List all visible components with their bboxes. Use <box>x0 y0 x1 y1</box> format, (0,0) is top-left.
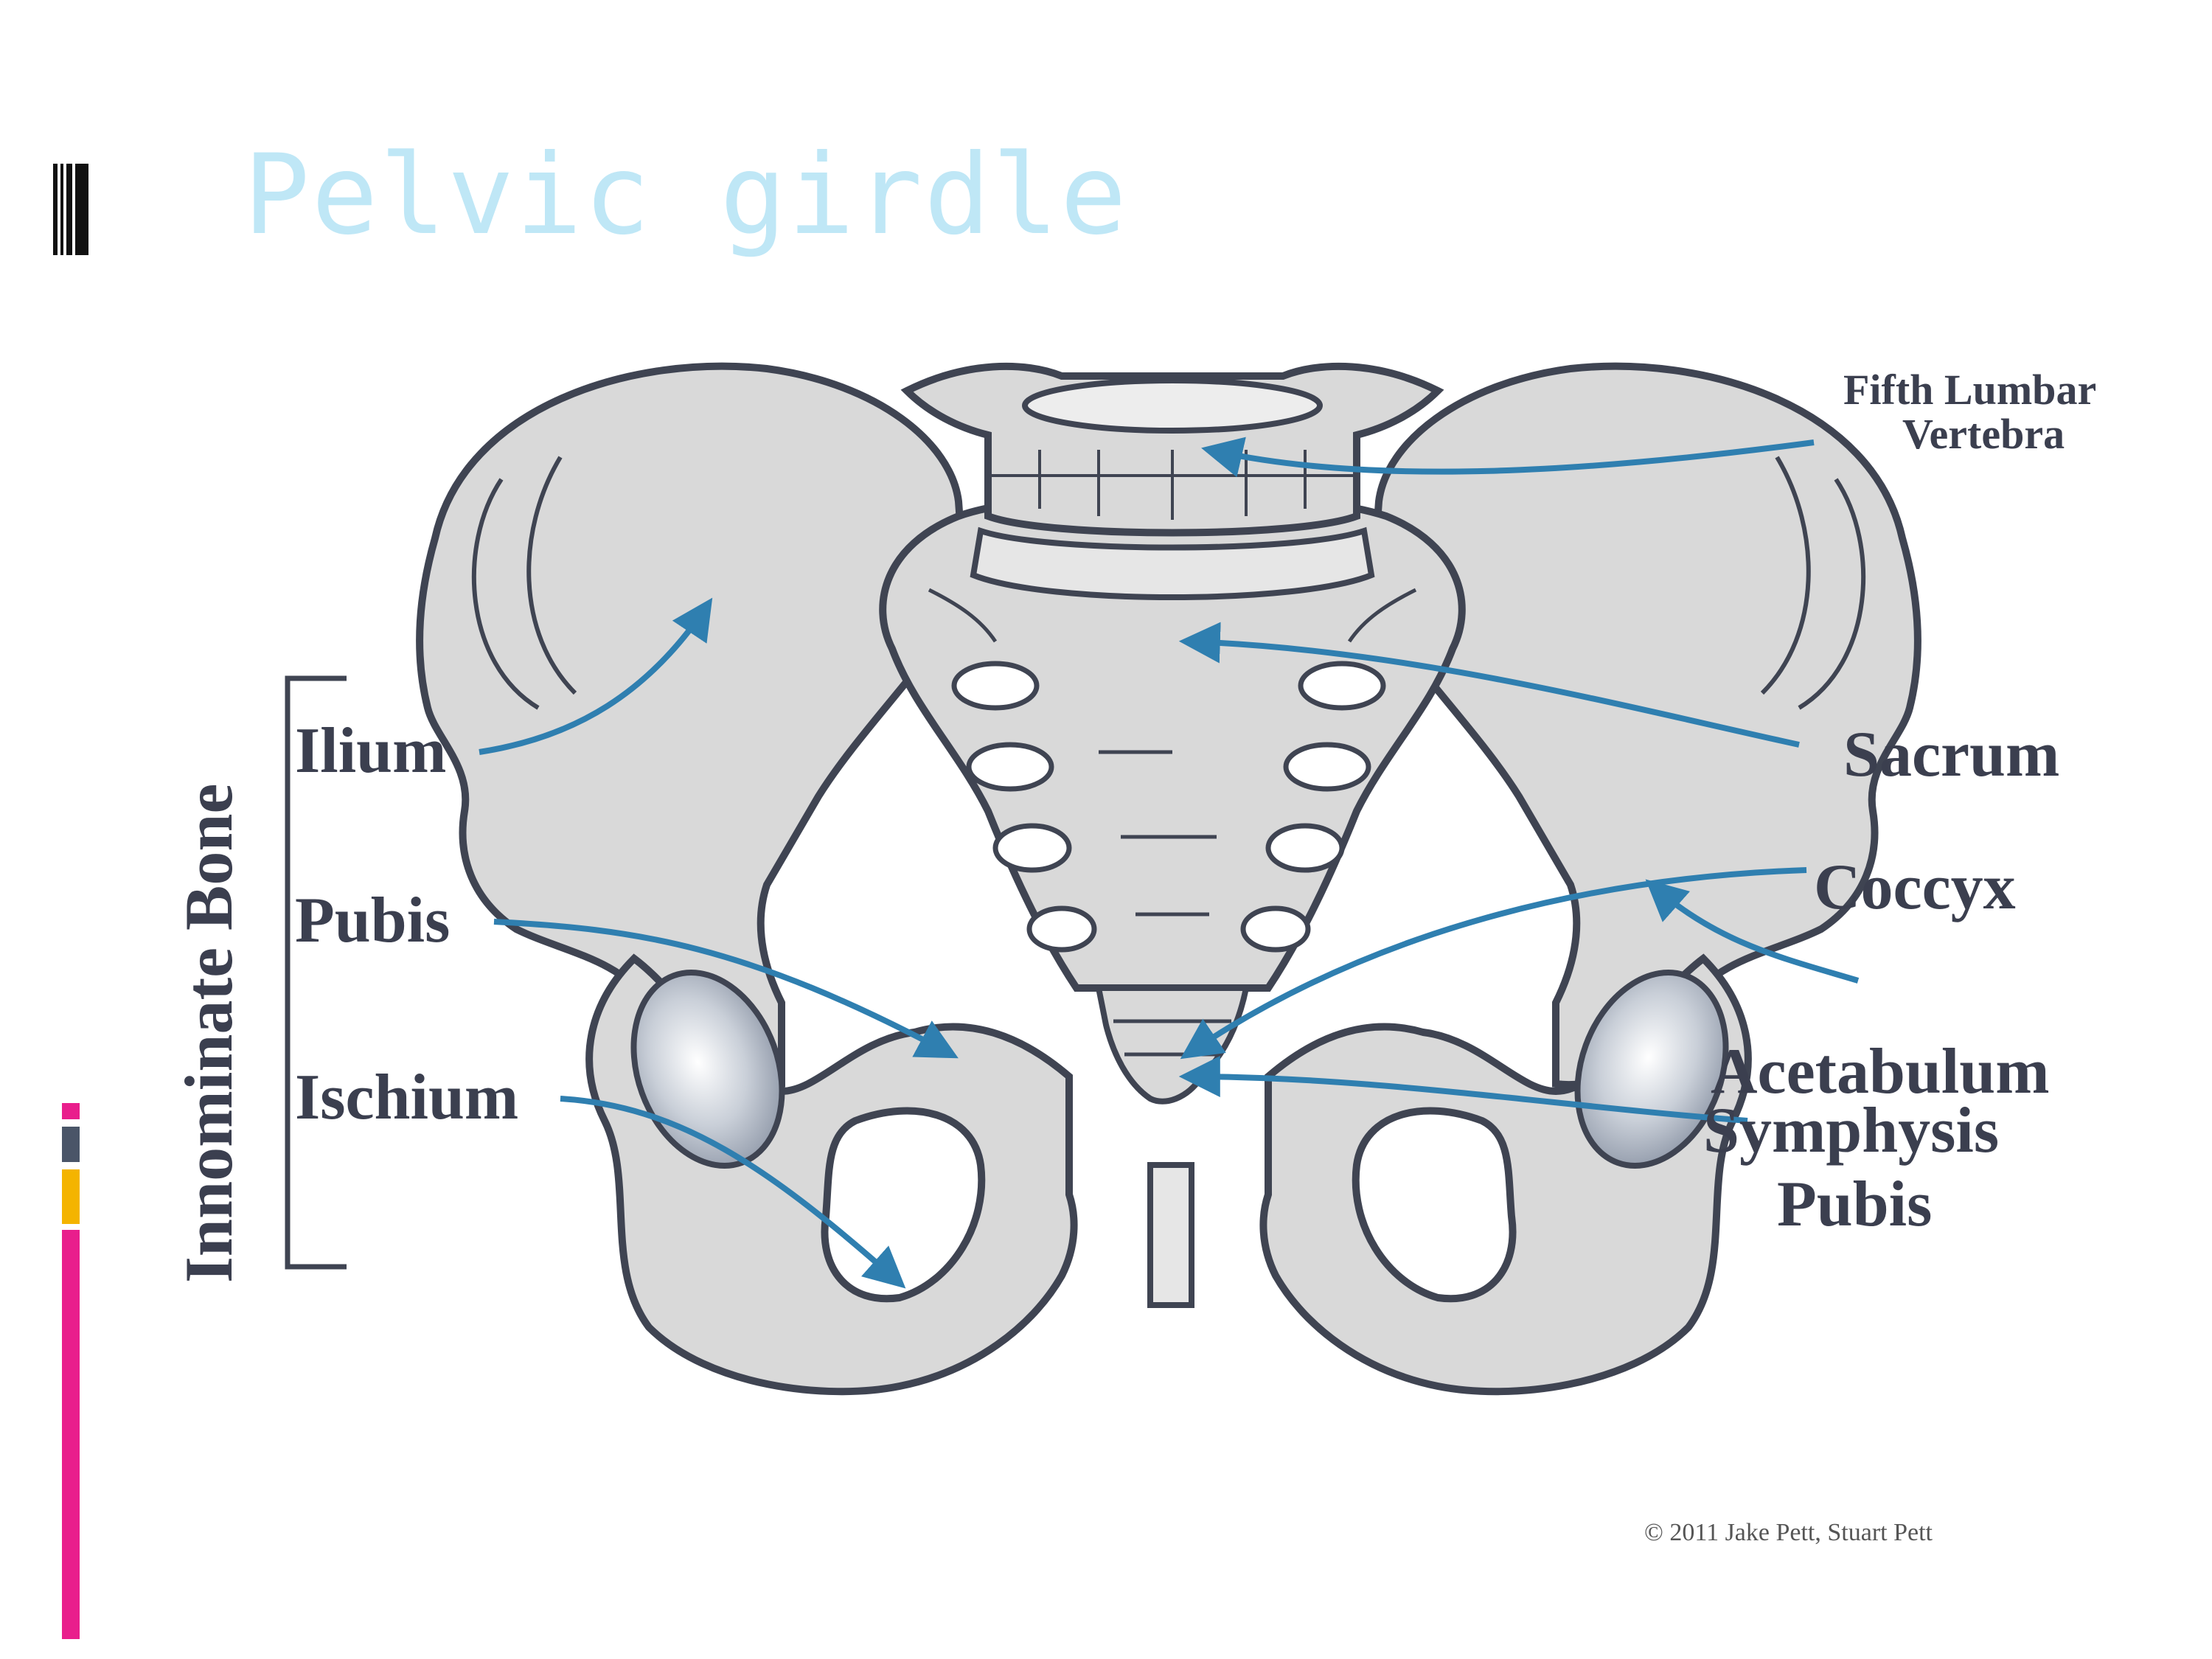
arrow-ilium <box>479 597 713 755</box>
right-ilium <box>1367 362 1921 1089</box>
innominate-bone-label: Innominate Bone <box>171 783 246 1283</box>
left-ilium-crest <box>471 456 577 710</box>
label-symphysis-line2: Pubis <box>1777 1169 1933 1240</box>
arrow-fifth-lumbar <box>1201 437 1815 478</box>
accent-bar-gold <box>62 1169 80 1224</box>
label-fifth-lumbar-line1: Fifth Lumbar <box>1843 366 2097 414</box>
slide-title: Pelvic girdle <box>243 131 1128 260</box>
accent-bar-pink-top <box>62 1103 80 1119</box>
right-ilium-crest <box>1760 456 1866 710</box>
pelvis-diagram: Innominate Bone Ilium Pubis Ischium Fift… <box>118 295 2183 1622</box>
arrow-acetabulum <box>1645 879 1860 984</box>
label-ilium: Ilium <box>295 715 447 787</box>
pelvis-illustration <box>285 362 1921 1396</box>
intervertebral-disc <box>970 526 1375 600</box>
sacral-foramina <box>951 661 1386 953</box>
symphysis-pubis <box>1147 1162 1194 1308</box>
label-sacrum: Sacrum <box>1843 719 2060 790</box>
label-ischium: Ischium <box>295 1062 519 1133</box>
coccyx <box>1095 985 1250 1105</box>
label-symphysis-line1: Symphysis <box>1703 1095 2000 1166</box>
vertebral-body-top <box>1022 378 1323 434</box>
arrow-coccyx <box>1180 867 1807 1060</box>
label-pubis: Pubis <box>295 885 451 956</box>
arrow-symphysis <box>1178 1056 1748 1124</box>
accent-bar-pink <box>62 1230 80 1639</box>
label-coccyx: Coccyx <box>1814 852 2016 923</box>
left-ilium <box>416 362 970 1089</box>
label-fifth-lumbar-line2: Vertebra <box>1902 410 2065 458</box>
sacral-ridges <box>928 588 1417 917</box>
label-acetabulum: Acetabulum <box>1711 1036 2050 1107</box>
accent-bar-slate <box>62 1127 80 1162</box>
arrow-sacrum <box>1178 622 1800 748</box>
copyright-notice: © 2011 Jake Pett, Stuart Pett <box>1644 1519 1933 1546</box>
leader-arrows <box>479 437 1860 1289</box>
title-bullet-icon <box>53 164 88 255</box>
arrow-pubis <box>493 919 959 1059</box>
innominate-bracket <box>285 675 347 1270</box>
right-obturator-foramen <box>1352 1107 1517 1303</box>
arrow-ischium <box>560 1096 906 1289</box>
